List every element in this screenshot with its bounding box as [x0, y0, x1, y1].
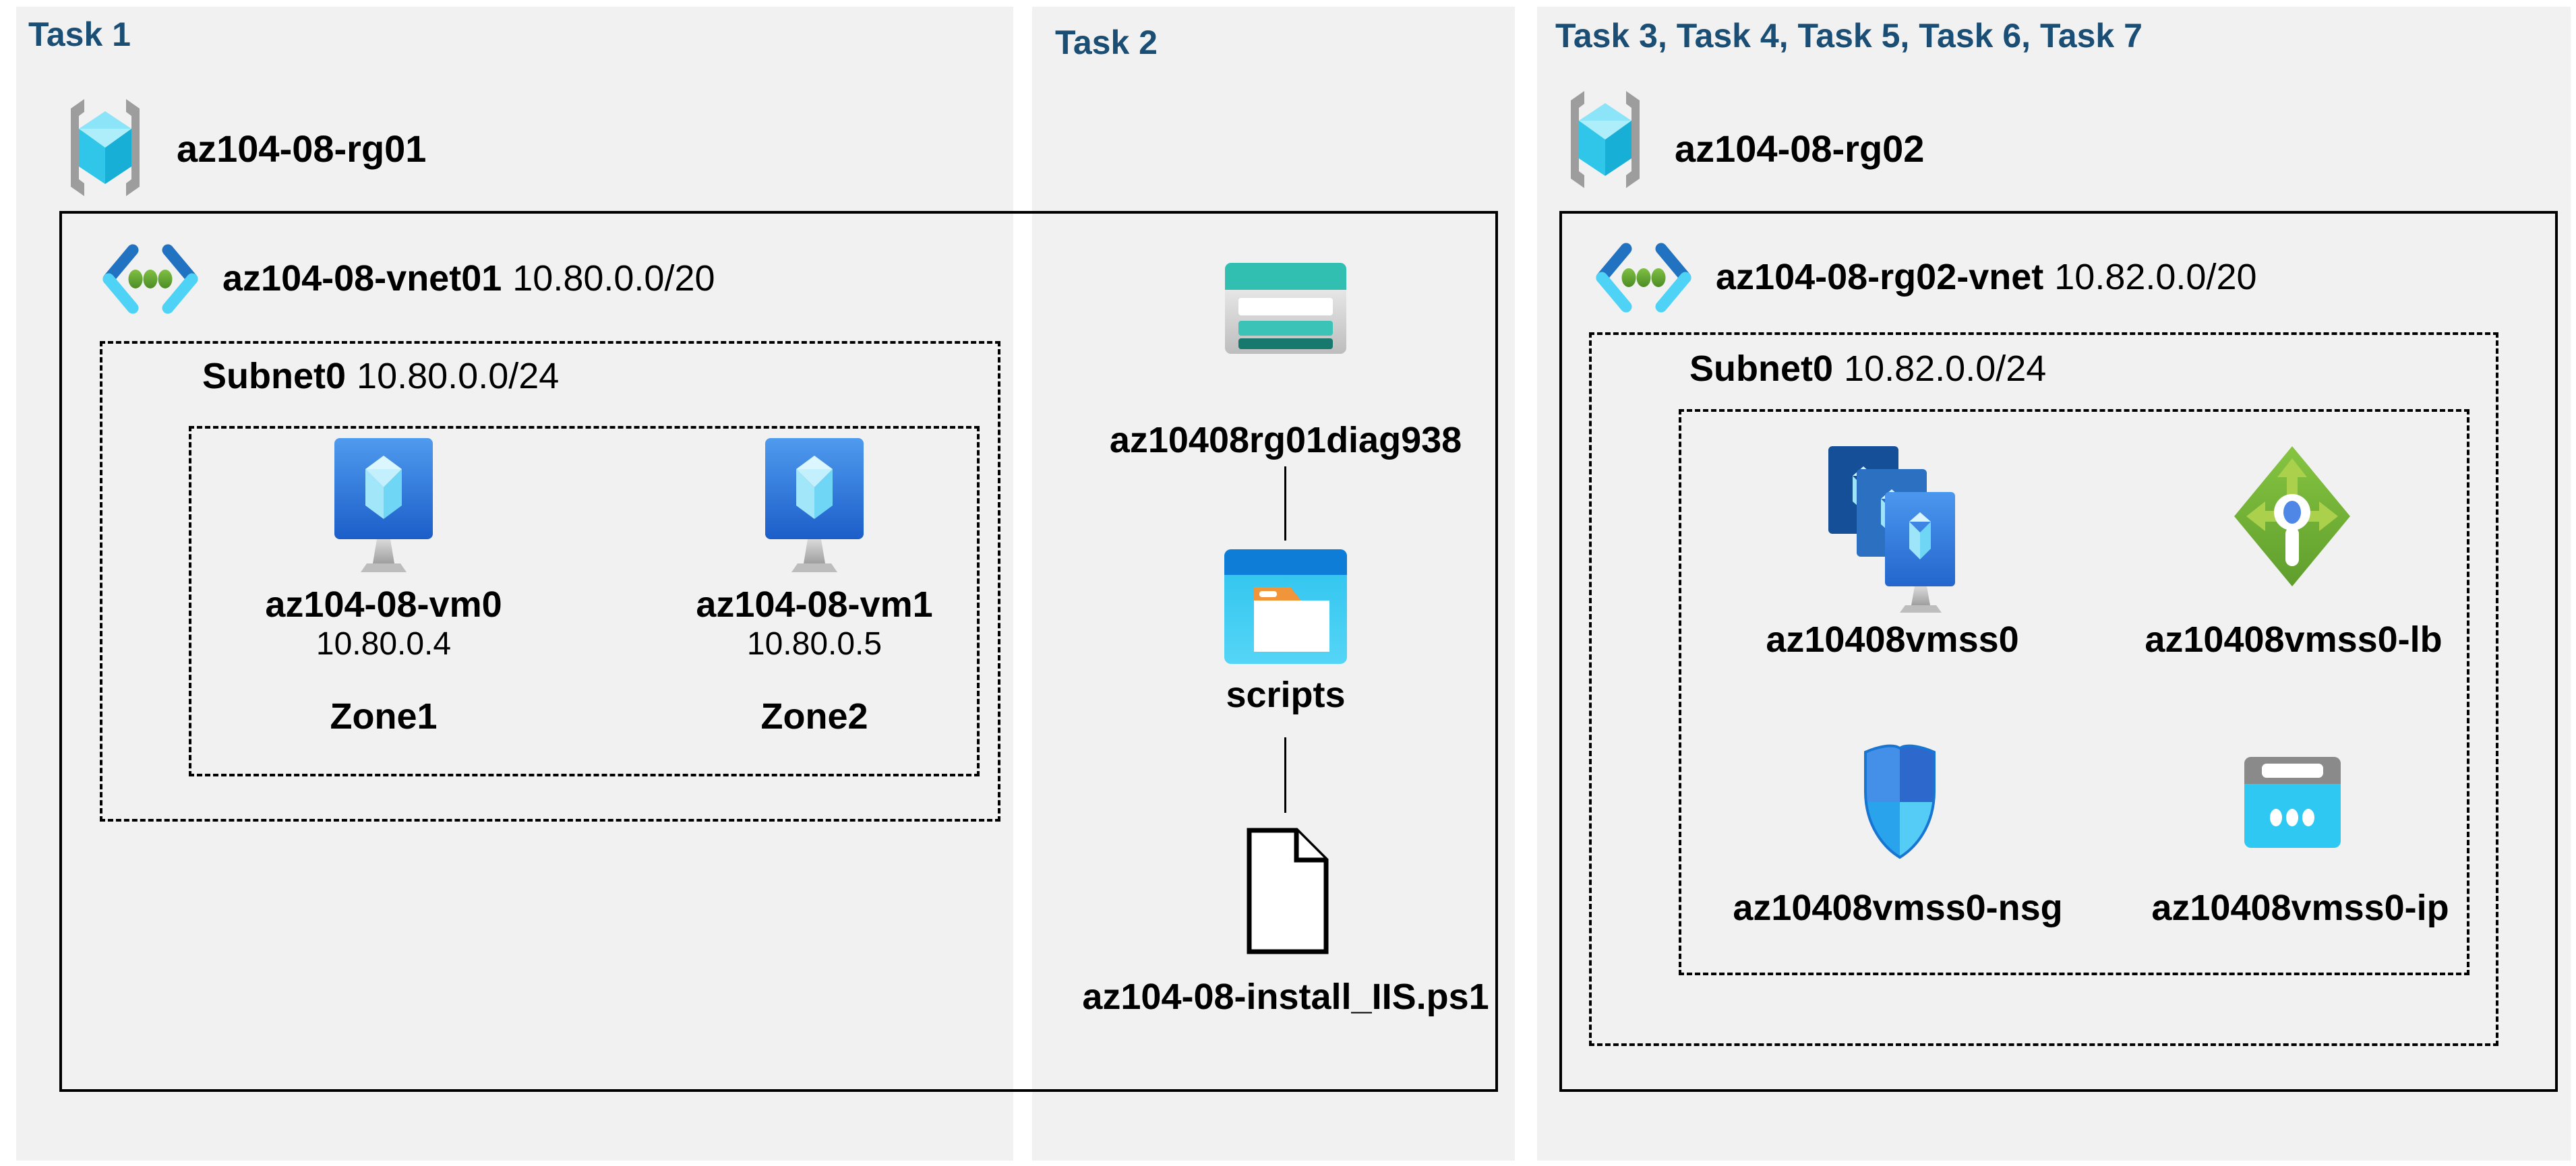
- vm-zone: Zone2: [760, 696, 868, 737]
- storage-account-name: az10408rg01diag938: [1109, 420, 1462, 460]
- vnet-name: az104-08-rg02-vnet: [1716, 257, 2044, 297]
- task3-subnet-box: [1589, 332, 2498, 1046]
- vnet-cidr: 10.80.0.0/20: [512, 258, 715, 299]
- script-file-name: az104-08-install_IIS.ps1: [1082, 977, 1489, 1017]
- connector-line: [1284, 466, 1286, 541]
- task3-vnet-boundary-box: [1559, 211, 2558, 1092]
- vm-zone: Zone1: [330, 696, 438, 737]
- nsg-name: az10408vmss0-nsg: [1733, 888, 2063, 928]
- resource-group-name: az104-08-rg02: [1675, 127, 1925, 170]
- vm-ip: 10.80.0.5: [746, 626, 882, 662]
- public-ip-icon: [2244, 757, 2341, 848]
- task1-title: Task 1: [28, 16, 131, 53]
- task2-title: Task 2: [1055, 24, 1158, 61]
- vm-scale-set-icon: [1828, 446, 1956, 613]
- connector-line: [1284, 737, 1286, 813]
- task1-vnet-boundary-box: [59, 211, 1498, 1092]
- storage-account-icon: [1225, 263, 1346, 354]
- virtual-machine-icon: [334, 438, 433, 576]
- task3-7-title: Task 3, Task 4, Task 5, Task 6, Task 7: [1555, 17, 2143, 55]
- vm-ip: 10.80.0.4: [316, 626, 452, 662]
- virtual-network-icon: [1593, 242, 1694, 313]
- subnet-name: Subnet0: [1689, 348, 1834, 389]
- vmss-name: az10408vmss0: [1766, 619, 2019, 660]
- script-file-icon: [1245, 826, 1330, 956]
- network-security-group-icon: [1859, 741, 1941, 861]
- task1-zones-box: [189, 426, 980, 776]
- file-share-folder-icon: [1224, 549, 1347, 664]
- task3-7-panel: [1537, 7, 2571, 1161]
- subnet-name: Subnet0: [202, 356, 347, 396]
- vnet-cidr: 10.82.0.0/20: [2054, 257, 2257, 297]
- task3-resources-box: [1679, 409, 2469, 975]
- load-balancer-name: az10408vmss0-lb: [2145, 619, 2443, 660]
- task1-subnet-box: [100, 341, 1000, 822]
- vnet-name: az104-08-vnet01: [222, 258, 502, 299]
- vm-name: az104-08-vm1: [696, 584, 933, 625]
- subnet-cidr: 10.80.0.0/24: [357, 356, 560, 396]
- resource-group-icon: [1561, 90, 1649, 189]
- vm-name: az104-08-vm0: [265, 584, 502, 625]
- public-ip-name: az10408vmss0-ip: [2151, 888, 2449, 928]
- task1-panel: [16, 7, 1013, 1161]
- resource-group-name: az104-08-rg01: [177, 127, 427, 170]
- virtual-machine-icon: [765, 438, 864, 576]
- load-balancer-icon: [2233, 445, 2352, 588]
- virtual-network-icon: [100, 243, 201, 315]
- subnet-cidr: 10.82.0.0/24: [1844, 348, 2047, 389]
- folder-name: scripts: [1226, 675, 1346, 715]
- resource-group-icon: [61, 98, 149, 197]
